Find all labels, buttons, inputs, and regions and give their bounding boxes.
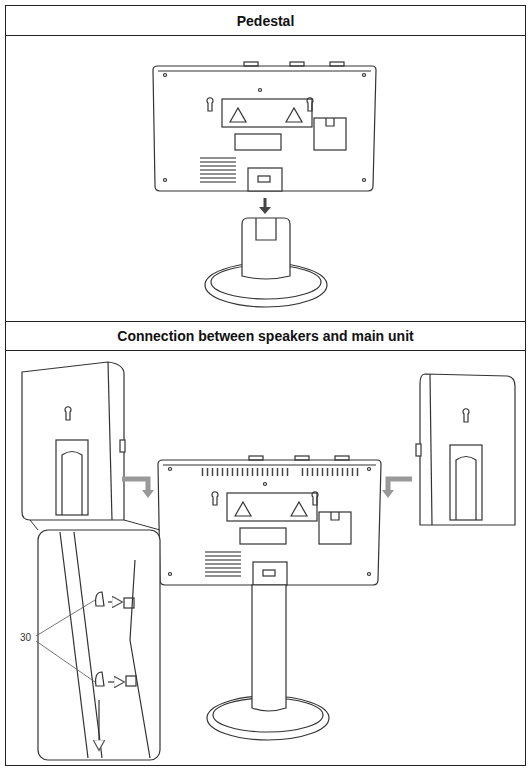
- callout-number: 30: [19, 632, 32, 644]
- header-band: Connection between speakers and main uni…: [6, 322, 525, 350]
- header-text: Pedestal: [237, 13, 295, 29]
- header-text: Connection between speakers and main uni…: [117, 328, 413, 344]
- header-band: Pedestal: [6, 6, 525, 35]
